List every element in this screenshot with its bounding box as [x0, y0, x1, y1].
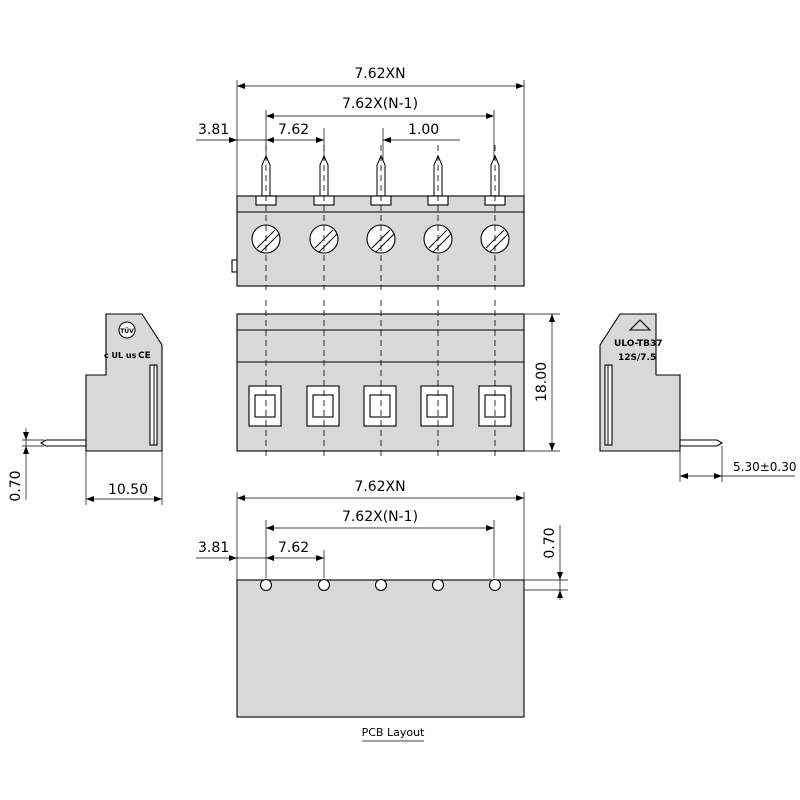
ul-mark: c UL us — [104, 351, 137, 360]
side-pin-offset-label: 0.70 — [8, 470, 24, 501]
front-wire-entries — [248, 385, 512, 427]
top-total-width-label: 7.62XN — [354, 66, 405, 82]
left-side-view: TÜV c UL us CE 0.70 10.50 — [8, 313, 163, 505]
top-view: 7.62XN 7.62X(N-1) 3.81 7.62 1.00 — [196, 66, 525, 290]
model-text: ULO-TB37 — [614, 339, 662, 349]
pcb-edge-offset-label: 3.81 — [198, 540, 229, 556]
rating-text: 12S/7.5 — [618, 353, 656, 363]
pcb-holes — [259, 578, 502, 592]
svg-text:TÜV: TÜV — [120, 328, 134, 335]
right-side-view: ULO-TB37 12S/7.5 5.30±0.30 — [599, 313, 797, 482]
pcb-hole-offset-label: 0.70 — [542, 527, 558, 558]
front-view: 18.00 — [236, 300, 560, 460]
front-height-label: 18.00 — [534, 362, 550, 402]
top-pitch-label: 7.62 — [278, 122, 309, 138]
pcb-outline — [236, 579, 525, 718]
top-edge-offset-label: 3.81 — [198, 122, 229, 138]
pcb-pitch-span-label: 7.62X(N-1) — [342, 509, 418, 525]
pcb-pitch-label: 7.62 — [278, 540, 309, 556]
pcb-total-width-label: 7.62XN — [354, 479, 405, 495]
top-pitch-span-label: 7.62X(N-1) — [342, 96, 418, 112]
brand-logo — [628, 319, 652, 331]
tuv-logo: TÜV — [118, 321, 136, 339]
ce-mark: CE — [138, 351, 151, 361]
top-pins — [261, 154, 500, 197]
side-depth-label: 10.50 — [108, 482, 148, 498]
side-pin-length-label: 5.30±0.30 — [733, 460, 797, 474]
top-pin-width-label: 1.00 — [408, 122, 439, 138]
pcb-layout-view: 7.62XN 7.62X(N-1) 3.81 7.62 0.70 — [196, 479, 568, 742]
pcb-layout-label: PCB Layout — [362, 726, 425, 739]
front-housing — [236, 313, 525, 452]
